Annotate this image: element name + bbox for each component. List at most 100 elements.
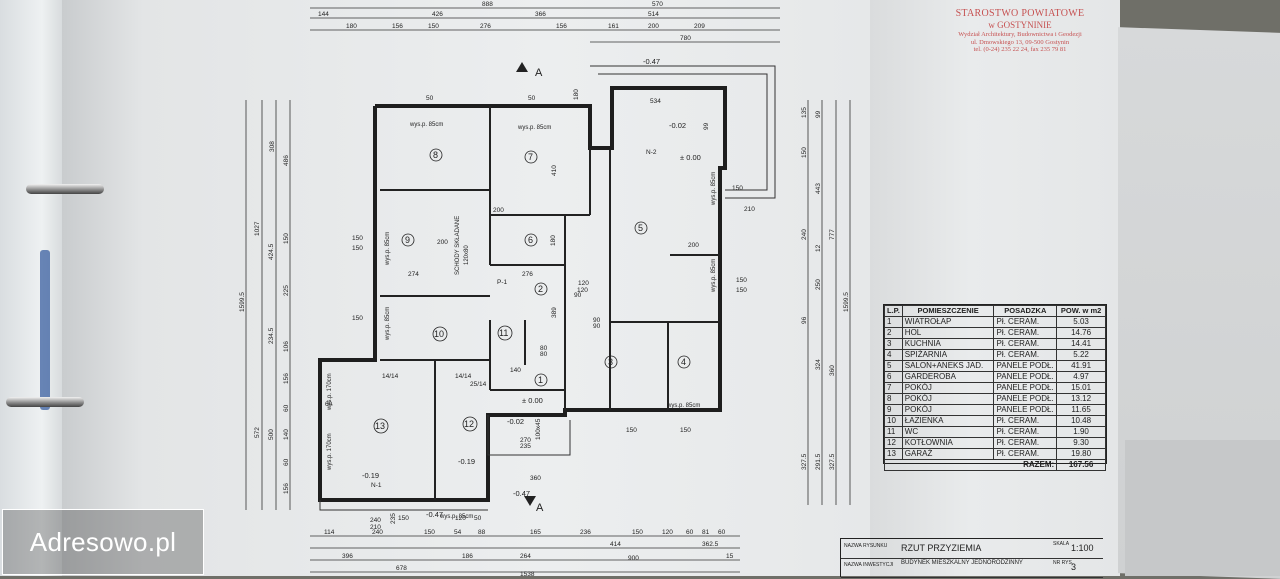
dimension-value: 161 <box>608 23 619 30</box>
room-number: 11 <box>499 328 508 338</box>
cell-floor: Pł. CERAM. <box>993 338 1058 350</box>
cell-area: 5.22 <box>1056 349 1106 361</box>
room-marker-10: 10 <box>432 326 448 342</box>
dimension-value: 165 <box>530 529 541 536</box>
dimension-value: 150 <box>680 427 691 434</box>
binder-ring-bottom <box>6 397 84 407</box>
dimension-value: 777 <box>829 229 836 240</box>
dimension-value: 50 <box>528 95 536 102</box>
dimension-value: 240 <box>372 529 383 536</box>
binder-cover <box>0 0 70 576</box>
dimension-value: 200 <box>688 242 699 249</box>
dimension-value: 200 <box>648 23 659 30</box>
stairs-label: SCHODY SKŁADANE 120x80 <box>455 216 470 275</box>
cell-floor: Pł. CERAM. <box>993 448 1058 460</box>
scale-label: SKALA <box>1053 541 1070 547</box>
dimension-value: 156 <box>283 373 290 384</box>
drawing-name-label: NAZWA RYSUNKU <box>844 543 888 549</box>
level-mark: -0.47 <box>426 510 443 519</box>
room-number: 2 <box>538 284 543 294</box>
room-marker-5: 5 <box>634 221 648 235</box>
binder-ring-top <box>26 184 104 194</box>
room-marker-3: 3 <box>604 355 618 369</box>
room-number: 1 <box>538 375 543 385</box>
bottom-dimensions: 114 240 150 54 88 165 236 150 120 60 81 … <box>324 529 734 576</box>
cell-area: 9.30 <box>1056 437 1106 449</box>
header-area: POW. w m2 <box>1056 305 1106 317</box>
room-marker-4: 4 <box>677 355 691 369</box>
cell-area: 4.97 <box>1056 371 1106 383</box>
room-marker-8: 8 <box>429 148 443 162</box>
stamp-line-2: w GOSTYNINIE <box>988 20 1052 30</box>
adresowo-watermark: Adresowo.pl <box>2 509 204 575</box>
total-label: RAZEM: <box>883 459 1058 471</box>
dimension-value: 291.5 <box>815 453 822 470</box>
dimension-value: 486 <box>283 155 290 166</box>
cell-lp: 5 <box>884 360 903 372</box>
dimension-value: 900 <box>628 555 639 562</box>
header-room: POMIESZCZENIE <box>901 305 995 317</box>
dimension-value: 678 <box>396 565 407 572</box>
cell-lp: 3 <box>884 338 903 350</box>
dimension-value: 60 <box>686 529 694 536</box>
cell-floor: Pł. CERAM. <box>993 437 1058 449</box>
cell-floor: Pł. CERAM. <box>993 426 1058 438</box>
dimension-value: 80 <box>540 345 548 352</box>
cell-floor: PANELE PODŁ. <box>993 382 1058 394</box>
dimension-value: P-1 <box>497 279 508 286</box>
room-marker-11: 11 <box>497 325 513 341</box>
cell-lp: 11 <box>884 426 903 438</box>
dimension-value: 25/14 <box>470 381 487 388</box>
dimension-value: 186 <box>462 553 473 560</box>
level-mark: -0.47 <box>643 57 660 66</box>
dimension-value: 106 <box>283 341 290 352</box>
room-marker-9: 9 <box>401 233 415 247</box>
dimension-value: 366 <box>535 11 546 18</box>
window-label: wys.p. 85cm <box>439 514 473 520</box>
dimension-value: 225 <box>283 285 290 296</box>
cell-floor: PANELE PODŁ. <box>993 371 1058 383</box>
section-mark-top: A <box>535 67 543 79</box>
dimension-value: 150 <box>626 427 637 434</box>
cell-floor: Pł. CERAM. <box>993 349 1058 361</box>
level-mark: -0.02 <box>507 417 524 426</box>
cell-lp: 2 <box>884 327 903 339</box>
dimension-value: 156 <box>556 23 567 30</box>
cell-lp: 7 <box>884 382 903 394</box>
dimension-value: 120 <box>455 515 466 522</box>
dimension-value: 12 <box>815 244 822 252</box>
dimension-value: 324 <box>815 359 822 370</box>
dimension-value: 150 <box>352 245 363 252</box>
dimension-value: 150 <box>424 529 435 536</box>
cell-floor: Pł. CERAM. <box>993 316 1058 328</box>
dimension-value: 135 <box>801 107 808 118</box>
dimension-value: 120 <box>578 280 589 287</box>
cell-floor: Pł. CERAM. <box>993 327 1058 339</box>
section-markers: A A <box>516 62 544 514</box>
room-number: 8 <box>433 150 438 160</box>
room-marker-13: 13 <box>373 418 389 434</box>
dimension-value: 144 <box>318 11 329 18</box>
level-mark: -0.02 <box>669 121 686 130</box>
window-label: wys.p. 170cm <box>327 433 333 471</box>
dimension-value: N-1 <box>371 482 382 489</box>
dimension-value: 80 <box>540 351 548 358</box>
stairs-size: 120x80 <box>464 245 470 265</box>
dimension-value: 200 <box>437 239 448 246</box>
dimension-value: 276 <box>480 23 491 30</box>
level-mark: ± 0.00 <box>680 153 701 162</box>
dimension-value: 60 <box>325 401 333 408</box>
dimension-value: 274 <box>408 271 419 278</box>
project-name-label: NAZWA INWESTYCJI <box>844 562 894 568</box>
dimension-value: 209 <box>694 23 705 30</box>
dimension-value: 90 <box>574 292 582 299</box>
header-lp: L.P. <box>884 305 903 317</box>
terrace-outline <box>319 65 776 511</box>
dimension-value: 140 <box>283 429 290 440</box>
cell-lp: 6 <box>884 371 903 383</box>
